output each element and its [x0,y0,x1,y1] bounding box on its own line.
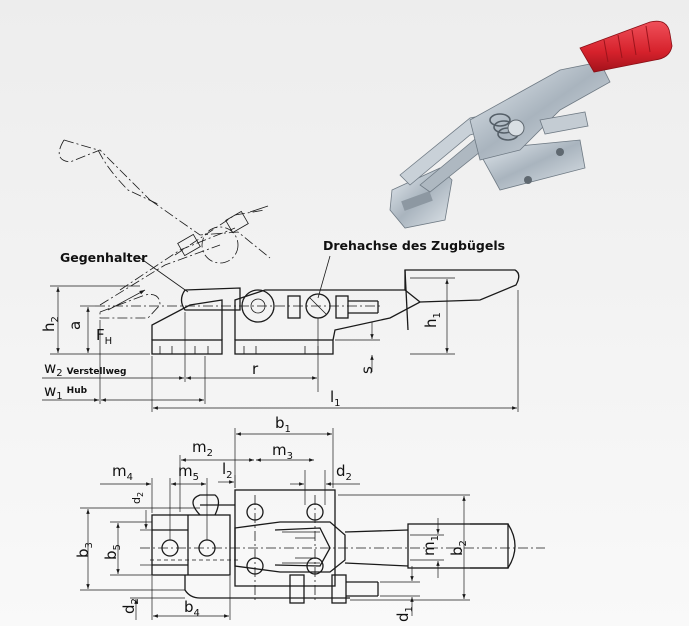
dim-s: s [358,366,376,374]
dim-b1: b1 [275,414,291,435]
dim-b3: b3 [74,542,95,558]
dim-h2: h2 [40,316,61,332]
dim-d2-side: d2 [120,598,141,614]
dim-l2: l2 [222,460,233,481]
side-view-labels: Gegenhalter Drehachse des Zugbügels h2 a… [40,238,505,409]
label-drehachse: Drehachse des Zugbügels [323,238,505,253]
label-gegenhalter: Gegenhalter [60,250,148,265]
dim-d1: d1 [394,606,415,622]
dim-a: a [66,321,84,330]
dim-d2-small: d2 [130,492,145,504]
clamp-product-photo [389,20,673,229]
dim-m4: m4 [112,462,133,483]
top-view-labels: b1 m2 m3 l2 m5 m4 d2 b3 b5 d2 d2 b4 m1 b… [74,414,469,622]
dim-m2: m2 [192,438,213,459]
dim-b5: b5 [102,544,123,560]
dim-h1: h1 [422,312,443,328]
side-view [42,139,520,412]
dim-r: r [252,360,259,378]
dim-b2: b2 [448,540,469,556]
dim-d2-top: d2 [336,462,352,483]
top-view [80,428,545,620]
dim-m5: m5 [178,462,199,483]
dim-b4: b4 [184,598,200,619]
dim-l1: l1 [330,388,341,409]
dim-fh: FH [96,326,112,347]
dim-m3: m3 [272,441,293,462]
dim-m1: m1 [420,535,441,556]
